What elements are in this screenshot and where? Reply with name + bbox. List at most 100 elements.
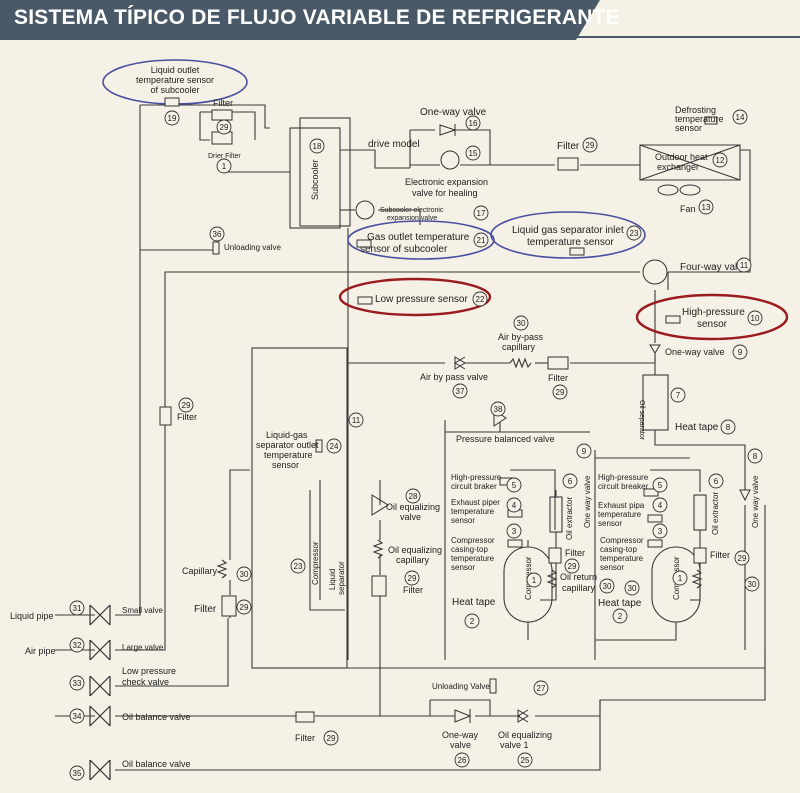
number-badge-label: 29 [327, 734, 336, 743]
number-badge-label: 37 [456, 387, 465, 396]
number-badge-circle [69, 708, 85, 724]
one-way-26-label-1: One-way [442, 730, 479, 740]
filter-capillary-label: Filter [194, 604, 217, 615]
unloading-36-label: Unloading valve [224, 243, 281, 252]
low-pressure-sensor-icon [357, 296, 373, 305]
high-pressure-label-2: sensor [697, 319, 728, 330]
casing-right-label-4: sensor [600, 563, 624, 572]
low-pressure-check-label-1: Low pressure [122, 666, 176, 676]
number-badge-circle [472, 291, 488, 307]
number-badge-circle [405, 488, 421, 504]
number-badge-label: 29 [556, 388, 565, 397]
number-badge-label: 29 [182, 401, 191, 410]
capillary-label: Capillary [182, 566, 218, 576]
exhaust-right-label-1: Exhaust pipa [598, 501, 645, 510]
number-badge-label: 2 [470, 617, 475, 626]
banner-stripe [0, 36, 800, 38]
one-way-valve-top-label: One-way valve [420, 107, 487, 118]
filter-capillary-icon [221, 595, 237, 617]
number-badge-label: 29 [408, 574, 417, 583]
number-badge-label: 1 [222, 162, 227, 171]
number-badge-label: 36 [213, 230, 222, 239]
number-badge-circle [209, 226, 225, 242]
air-bypass-cap-label-2: capillary [502, 342, 536, 352]
number-badge-label: 22 [476, 295, 485, 304]
casing-right-label-2: casing-top [600, 545, 637, 554]
number-badge-label: 5 [658, 481, 663, 490]
gas-outlet-label-1: Gas outlet temperature [367, 232, 470, 243]
number-badge-label: 19 [168, 114, 177, 123]
number-badge-label: 18 [313, 142, 322, 151]
defrost-label-1: Defrosting [675, 105, 716, 115]
exp-valve-label-2: valve for healing [412, 188, 478, 198]
exhaust-left-label-3: sensor [451, 516, 475, 525]
number-badge-label: 29 [220, 123, 229, 132]
liquid-sep-label-1: Liquid [328, 569, 337, 590]
number-badge-label: 3 [658, 527, 663, 536]
number-badge-circle [452, 383, 468, 399]
number-badge-circle [69, 600, 85, 616]
number-badge-circle [69, 765, 85, 781]
oil-return-label-2: capillary [562, 583, 596, 593]
exp-valve-icon [440, 150, 460, 170]
casing-left-label-1: Compressor [451, 536, 495, 545]
number-badge-circle [564, 558, 580, 574]
liquid-pipe-label: Liquid pipe [10, 611, 54, 621]
number-badge-circle [473, 232, 489, 248]
number-badge-circle [464, 613, 480, 629]
number-badge-label: 6 [714, 477, 719, 486]
number-badge-label: 11 [352, 416, 361, 425]
one-way-vert-label: One way valve [583, 475, 592, 528]
casing-left-label-2: casing-top [451, 545, 488, 554]
oil-eq-1-label-2: valve 1 [500, 740, 529, 750]
number-badge-label: 29 [738, 554, 747, 563]
title-banner: SISTEMA TÍPICO DE FLUJO VARIABLE DE REFR… [0, 0, 800, 40]
check-valve-33-icon [89, 675, 111, 697]
number-badge-circle [732, 109, 748, 125]
casing-left-label-3: temperature [451, 554, 495, 563]
gas-outlet-label-2: sensor of subcooler [360, 244, 448, 255]
number-badge-label: 14 [736, 113, 745, 122]
oil-eq-valve-label-2: valve [400, 512, 421, 522]
number-badge-circle [178, 397, 194, 413]
oil-extractor-left-label: Oil extractor [565, 497, 574, 540]
number-badge-label: 2 [618, 612, 623, 621]
components [159, 97, 751, 723]
liquid-outlet-label-2: temperature sensor [136, 75, 214, 85]
oil-eq-valve-1-icon [517, 709, 529, 723]
number-badge-label: 26 [458, 756, 467, 765]
filter-comp-right-label: Filter [710, 550, 730, 560]
number-badge-label: 1 [678, 574, 683, 583]
sensor-liquid-outlet-icon [164, 97, 180, 107]
hp-breaker-left-label-2: circuit braker [451, 482, 497, 491]
number-badge-circle [69, 637, 85, 653]
number-badge-circle [517, 752, 533, 768]
exhaust-left-label-2: temperature [451, 507, 495, 516]
hp-breaker-left-label-1: High-pressure [451, 473, 502, 482]
filter-comp-left-label: Filter [565, 548, 585, 558]
number-badge-circle [652, 477, 668, 493]
filter-comp-left-icon [548, 547, 562, 564]
number-badge-circle [309, 138, 325, 154]
service-valves [89, 604, 111, 781]
number-badge-circle [744, 576, 760, 592]
exp-valve-label-1: Electronic expansion [405, 177, 488, 187]
number-badge-circle [652, 523, 668, 539]
number-badge-label: 30 [240, 570, 249, 579]
filter-oil-eq-icon [371, 575, 387, 597]
oil-eq-valve-icon [371, 494, 389, 516]
hp-breaker-right-label-2: circuit breaker [598, 482, 649, 491]
filter-outdoor-label: Filter [557, 141, 580, 152]
number-badge-circle [236, 599, 252, 615]
drier-filter-label: Drier Filter [208, 153, 241, 160]
oil-valve-35-icon [89, 759, 111, 781]
number-badge-label: 21 [477, 236, 486, 245]
ellipse-high-pressure-sensor [635, 293, 789, 341]
one-way-right-label: One way valve [751, 475, 760, 528]
number-badge-circle [506, 497, 522, 513]
number-badge-circle [290, 558, 306, 574]
number-badge-label: 3 [512, 527, 517, 536]
number-badge-label: 31 [73, 604, 82, 613]
number-badge-circle [69, 675, 85, 691]
oil-eq-cap-label-2: capillary [396, 555, 430, 565]
